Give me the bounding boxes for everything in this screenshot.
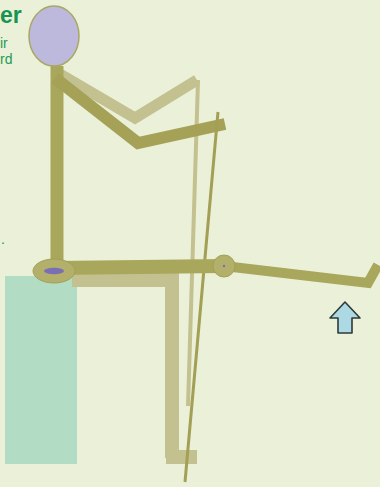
near-thigh [54,266,224,268]
torso [51,66,64,268]
far-leg [72,280,172,458]
head [29,6,79,66]
chair-seat [5,276,77,464]
knee-dot [223,265,225,267]
title-fragment: er [0,4,22,27]
hip-joint [33,259,75,283]
knee-joint [213,255,235,277]
cane [185,112,218,482]
text-fragment: ir [0,36,8,50]
near-shin [224,265,378,283]
hip-dot [44,268,64,274]
near-arm [55,78,225,143]
far-foot [166,450,197,464]
text-fragment: . [1,232,5,246]
up-arrow-icon [330,302,360,333]
text-fragment: rd [0,52,12,66]
